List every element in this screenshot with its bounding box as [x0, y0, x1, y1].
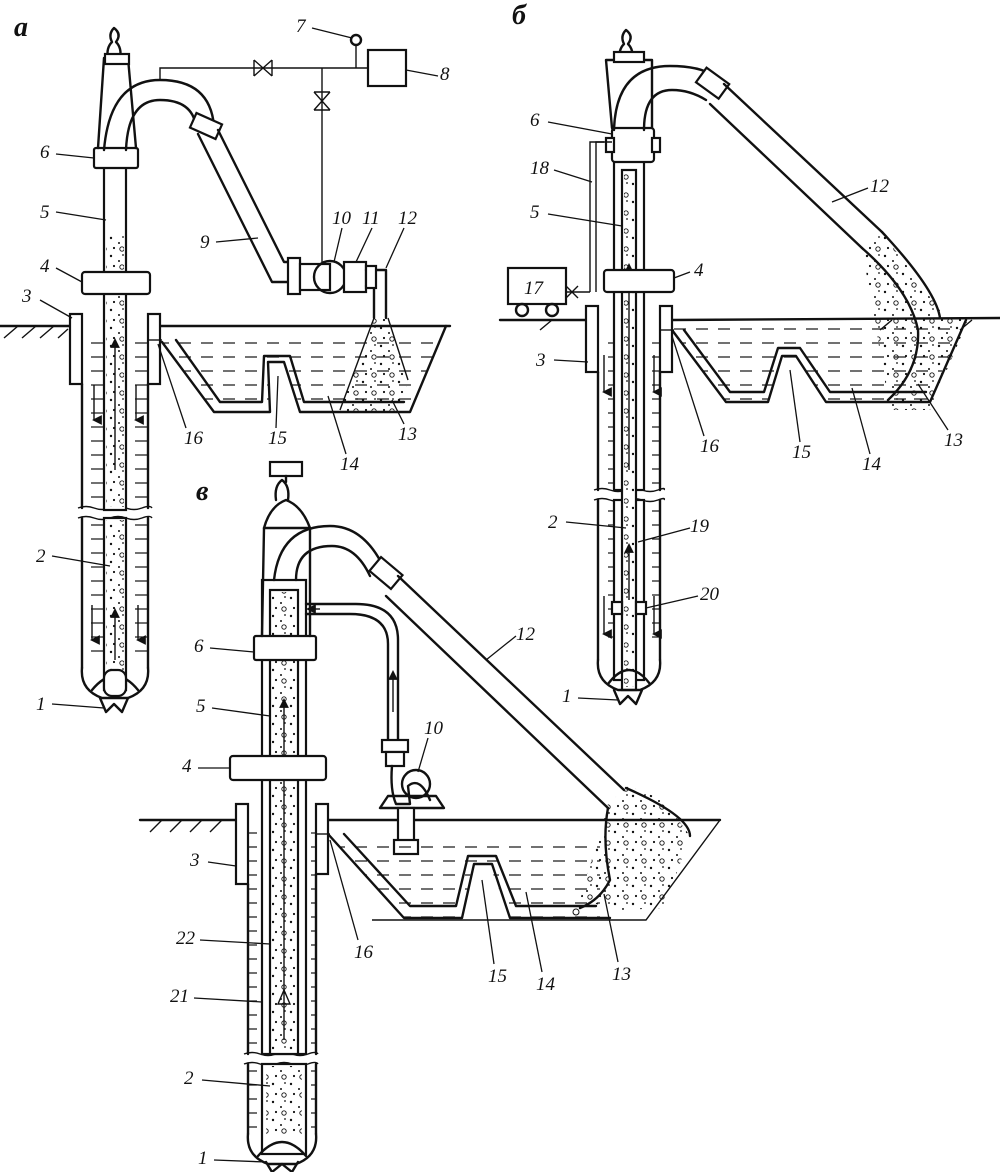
label-a-1: 1: [36, 694, 46, 715]
label-b-6: 6: [530, 110, 540, 131]
panel-b-air-nozzle-left: [610, 600, 624, 616]
panel-b-pit: [660, 318, 968, 404]
label-v-6: 6: [194, 636, 204, 657]
panel-v-drill-bit: [246, 1132, 318, 1172]
label-b-4: 4: [694, 260, 704, 281]
label-v-13: 13: [612, 964, 631, 985]
panel-v-casing-left: [234, 802, 250, 886]
label-a-2: 2: [36, 546, 46, 567]
label-a-12: 12: [398, 208, 418, 229]
label-a-10: 10: [332, 208, 352, 229]
label-b-3: 3: [535, 350, 546, 371]
label-b-17: 17: [524, 278, 545, 299]
panel-v-drill-pipe: [260, 578, 308, 1156]
label-b-16: 16: [700, 436, 720, 457]
panel-b-drill-bit: [596, 658, 662, 706]
panel-a-air-line: [159, 33, 408, 262]
panel-a-compressor: [366, 48, 408, 88]
panel-b-air-line: [565, 141, 612, 299]
label-v-16: 16: [354, 942, 374, 963]
label-a-5: 5: [40, 202, 50, 223]
label-b-14: 14: [862, 454, 882, 475]
label-a-15: 15: [268, 428, 287, 449]
panel-v-ground: [138, 818, 722, 921]
label-a-14: 14: [340, 454, 360, 475]
label-b-2: 2: [548, 512, 558, 533]
label-a-7: 7: [296, 16, 307, 37]
label-b-18: 18: [530, 158, 550, 179]
label-b-19: 19: [690, 516, 710, 537]
panel-v-gooseneck: [272, 524, 692, 910]
label-a-4: 4: [40, 256, 50, 277]
label-v-21: 21: [170, 986, 189, 1007]
panel-a-casing-right: [146, 312, 162, 386]
label-a-3: 3: [21, 286, 32, 307]
panel-a-ground: [0, 324, 452, 339]
label-v-14: 14: [536, 974, 556, 995]
panel-b-casing-right: [658, 304, 674, 374]
label-v-4: 4: [182, 756, 192, 777]
panel-v-water-line: [304, 602, 410, 768]
panel-b-rotor: [602, 268, 676, 294]
panel-b-swivel: [604, 28, 662, 164]
panel-a-casing-left: [68, 312, 84, 386]
panel-a-pump: [286, 256, 388, 320]
panel-v-casing-right: [314, 802, 330, 876]
panel-b-air-nozzle-right: [634, 600, 648, 616]
panel-a: а: [0, 12, 452, 715]
label-v-1: 1: [198, 1148, 208, 1169]
label-v-2: 2: [184, 1068, 194, 1089]
label-b-12: 12: [870, 176, 890, 197]
panel-a-drill-bit: [80, 666, 150, 714]
panel-a-labels: 1 2 3 4 5 6 7 8 9 10 11 12 13 1: [21, 16, 450, 715]
panel-a-rotor: [80, 270, 152, 296]
panel-a-letter: а: [14, 12, 28, 43]
label-a-11: 11: [362, 208, 380, 229]
label-b-5: 5: [530, 202, 540, 223]
label-a-8: 8: [440, 64, 450, 85]
panel-a-pit: [148, 317, 448, 414]
panel-a-swivel: [92, 26, 140, 170]
panel-b-letter: б: [512, 0, 527, 31]
label-v-12: 12: [516, 624, 536, 645]
label-b-1: 1: [562, 686, 572, 707]
panel-v-labels: 1 2 3 4 5 6 10 12 13 14 15 16 21: [170, 624, 631, 1169]
panel-v: в: [138, 460, 722, 1172]
panel-b-compressor-cart: 17: [506, 266, 568, 318]
label-v-3: 3: [189, 850, 200, 871]
label-a-16: 16: [184, 428, 204, 449]
label-v-22: 22: [176, 928, 196, 949]
label-a-6: 6: [40, 142, 50, 163]
panel-a-drill-pipe: [90, 148, 146, 692]
panel-v-rotor: [228, 754, 328, 782]
label-b-15: 15: [792, 442, 811, 463]
panel-v-pit: [316, 832, 612, 920]
panel-b-drill-pipe: [602, 158, 662, 692]
label-v-10: 10: [424, 718, 444, 739]
panel-b: б: [498, 0, 1000, 707]
label-a-13: 13: [398, 424, 417, 445]
panel-b-labels: 1 2 3 4 5 6 18 12 13 14 15 16 19: [530, 110, 963, 707]
label-a-9: 9: [200, 232, 210, 253]
label-v-15: 15: [488, 966, 507, 987]
label-b-13: 13: [944, 430, 963, 451]
label-b-20: 20: [700, 584, 720, 605]
panel-v-swivel: [252, 460, 318, 662]
panel-v-letter: в: [196, 476, 209, 507]
label-v-5: 5: [196, 696, 206, 717]
